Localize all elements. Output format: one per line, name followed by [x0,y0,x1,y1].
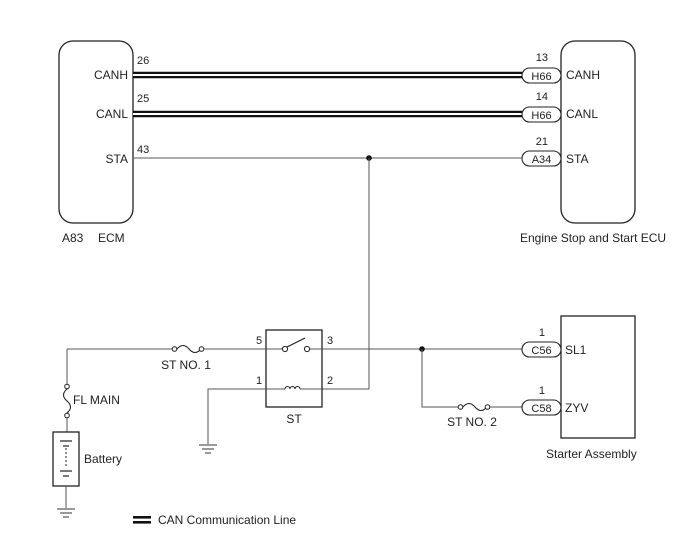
ecm-pin-26: 26 [137,55,149,67]
svg-text:H66: H66 [531,110,551,122]
svg-text:C58: C58 [531,403,551,415]
ecm-sta-label: STA [106,152,128,166]
svg-text:A34: A34 [532,154,552,166]
ecu-sta-label: STA [566,152,588,166]
ecm-name-label: ECM [98,231,125,245]
starter-relay-label: ST [286,412,302,426]
svg-text:H66: H66 [531,71,551,83]
fuse-st-no2-label: ST NO. 2 [447,415,497,429]
starter-assembly: Starter Assembly SL1 ZYV 1 1 [539,315,637,461]
fuse-st-no1: ST NO. 1 [161,344,211,372]
ecm-box [58,40,134,224]
fuse-fl-main: FL MAIN [62,383,120,432]
ecu-pin-13: 13 [536,52,548,64]
starter-assembly-label: Starter Assembly [546,447,637,461]
ecu-canl-label: CANL [566,107,598,121]
ecu-pin-14: 14 [536,91,548,103]
connector-a34-sta: A34 [521,150,562,167]
battery: Battery [52,431,122,508]
ecu-canh-label: CANH [566,68,600,82]
starter-sl1-label: SL1 [565,343,587,357]
ecm-pin-43: 43 [137,144,149,156]
ecm-pin-25: 25 [137,93,149,105]
sta-wire [133,155,522,390]
starter-zyv-label: ZYV [565,401,588,415]
starter-assembly-box [560,315,636,439]
battery-ground-icon [57,508,75,518]
svg-text:C56: C56 [531,345,551,357]
relay-pin-2: 2 [327,375,333,387]
legend: CAN Communication Line [133,513,296,527]
battery-box [52,431,80,487]
starter-relay-box [265,329,323,408]
ecu-pin-21: 21 [536,136,548,148]
relay-coil-ground-wire [207,388,266,444]
connector-c58-zyv: C58 [521,399,562,416]
relay-pin-3: 3 [327,335,333,347]
relay-switch-symbol [266,337,322,353]
fuse-st-no1-label: ST NO. 1 [161,358,211,372]
starter-pin-1b: 1 [539,385,545,397]
starter-feed-wire [322,346,522,408]
ecm-canl-label: CANL [96,107,128,121]
starter-pin-1a: 1 [539,327,545,339]
fuse-st-no2: ST NO. 2 [447,402,497,429]
relay-ground-icon [199,444,217,454]
fuse-fl-main-label: FL MAIN [73,393,120,407]
ecm-ref-label: A83 [62,231,84,245]
battery-label: Battery [84,452,122,466]
stop-start-ecu-block: Engine Stop and Start ECU CANH CANL STA … [520,40,666,245]
stop-start-ecu-box [560,40,636,224]
relay-pin-1: 1 [256,375,262,387]
relay-coil-symbol [266,385,322,390]
legend-can-line-swatch [133,516,151,519]
ecm-canh-label: CANH [94,68,128,82]
connector-h66-canl: H66 [521,106,562,123]
stop-start-ecu-name-label: Engine Stop and Start ECU [520,231,666,245]
connector-h66-canh: H66 [521,67,562,84]
connector-c56-sl1: C56 [521,341,562,358]
legend-can-line-label: CAN Communication Line [158,513,296,527]
relay-pin-5: 5 [256,335,262,347]
ecm-block: A83 ECM CANH CANL STA 26 25 43 [58,40,149,245]
main-feed-wire [66,348,266,384]
starter-relay: ST 5 3 1 2 [256,329,333,426]
